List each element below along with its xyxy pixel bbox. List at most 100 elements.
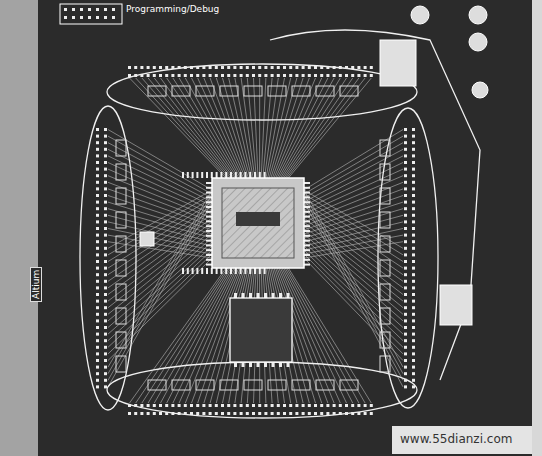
header-pin — [412, 234, 415, 237]
ratsnest-line — [287, 78, 365, 178]
header-pin — [412, 372, 415, 375]
ratsnest-line — [142, 78, 229, 178]
ic-pin — [304, 211, 310, 213]
resistor — [116, 188, 126, 204]
header-pin — [96, 148, 99, 151]
ratsnest-line — [304, 194, 403, 374]
header-pin — [412, 181, 415, 184]
resistor — [380, 188, 390, 204]
header-pin — [80, 8, 83, 11]
header-pin — [404, 379, 407, 382]
header-pin — [227, 74, 230, 77]
ic-pin — [240, 268, 242, 274]
ic-pin — [304, 235, 310, 237]
header-pin — [153, 66, 156, 69]
header-pin — [104, 385, 107, 388]
header-pin — [104, 174, 107, 177]
header-pin — [283, 404, 286, 407]
header-pin — [104, 168, 107, 171]
components — [64, 8, 415, 415]
ic-pin — [249, 293, 252, 298]
header-pin — [128, 412, 131, 415]
header-pin — [314, 412, 317, 415]
ic-pin — [304, 259, 310, 261]
ic-pin — [192, 268, 194, 274]
ic-pin — [206, 182, 212, 184]
header-pin — [404, 346, 407, 349]
header-pin — [277, 412, 280, 415]
ic-pin — [206, 249, 212, 251]
ic-pin — [242, 293, 245, 298]
header-pin — [171, 74, 174, 77]
capacitor — [469, 33, 487, 51]
header-pin — [404, 300, 407, 303]
ic-pin — [234, 293, 237, 298]
header-pin — [412, 286, 415, 289]
header-pin — [404, 313, 407, 316]
header-pin — [283, 74, 286, 77]
ratsnest-line — [304, 190, 403, 367]
ratsnest-line — [108, 190, 212, 248]
ic-pin — [264, 268, 266, 274]
header-pin — [96, 267, 99, 270]
header-pin — [104, 135, 107, 138]
resistor — [220, 86, 238, 96]
ic-pin — [220, 268, 222, 274]
header-pin — [404, 207, 407, 210]
header-pin — [209, 74, 212, 77]
header-pin — [320, 404, 323, 407]
header-pin — [104, 267, 107, 270]
header-pin — [165, 74, 168, 77]
ic-pin — [196, 172, 198, 178]
header-pin — [412, 385, 415, 388]
ic-pin — [272, 293, 275, 298]
ratsnest-line — [259, 78, 260, 178]
ic-pin — [304, 192, 310, 194]
ratsnest-line — [304, 230, 403, 314]
ic-pin — [182, 172, 184, 178]
header-pin — [302, 74, 305, 77]
ic-pin — [264, 362, 267, 367]
debug-header — [60, 4, 122, 24]
header-pin — [320, 66, 323, 69]
header-pin — [215, 412, 218, 415]
header-pin — [404, 234, 407, 237]
header-pin — [404, 339, 407, 342]
ic-pin — [206, 235, 212, 237]
header-pin — [104, 8, 107, 11]
resistor — [196, 86, 214, 96]
header-pin — [104, 214, 107, 217]
header-pin — [104, 339, 107, 342]
header-pin — [104, 359, 107, 362]
header-pin — [412, 313, 415, 316]
header-pin — [404, 148, 407, 151]
ic-pin — [206, 211, 212, 213]
header-pin — [104, 260, 107, 263]
header-pin — [404, 260, 407, 263]
ratsnest-line — [142, 268, 229, 403]
header-pin — [159, 74, 162, 77]
header-pin — [252, 404, 255, 407]
header-pin — [153, 412, 156, 415]
ic-pin — [211, 172, 213, 178]
header-pin — [258, 404, 261, 407]
header-pin — [320, 74, 323, 77]
header-pin — [159, 404, 162, 407]
header-pin — [104, 333, 107, 336]
header-pin — [357, 74, 360, 77]
ratsnest-line — [148, 78, 231, 178]
ic-pin — [235, 172, 237, 178]
header-pin — [412, 135, 415, 138]
ic-pin — [230, 268, 232, 274]
header-pin — [233, 412, 236, 415]
header-label: Programming/Debug — [126, 4, 219, 14]
header-pin — [159, 66, 162, 69]
ic-pin — [242, 362, 245, 367]
ic-pin — [264, 293, 267, 298]
ratsnest-line — [108, 143, 212, 198]
header-pin — [104, 154, 107, 157]
ic-pin — [304, 206, 310, 208]
header-pin — [308, 66, 311, 69]
header-pin — [96, 286, 99, 289]
ratsnest-line — [304, 246, 403, 341]
